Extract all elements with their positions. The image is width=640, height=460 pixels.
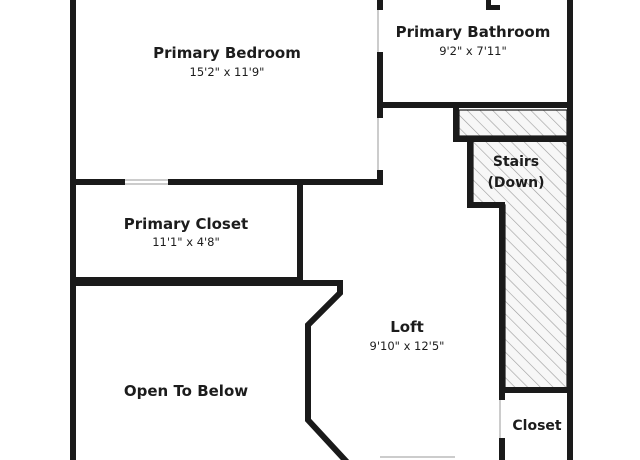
primary-bathroom-name: Primary Bathroom: [396, 23, 551, 41]
room-stairs: Stairs (Down): [488, 154, 545, 191]
room-closet: Closet: [512, 418, 562, 434]
room-primary-bathroom: Primary Bathroom 9'2" x 7'11": [396, 23, 551, 58]
primary-bathroom-dims: 9'2" x 7'11": [439, 44, 507, 58]
primary-bedroom-walls: [70, 0, 384, 186]
bathroom-hatch-strip: [458, 109, 568, 137]
open-to-below-name: Open To Below: [124, 382, 248, 400]
stairs-walls: [467, 136, 573, 460]
room-loft: Loft 9'10" x 12'5": [370, 318, 445, 353]
room-primary-closet: Primary Closet 11'1" x 4'8": [124, 215, 248, 249]
primary-bedroom-dims: 15'2" x 11'9": [190, 65, 265, 79]
loft-name: Loft: [390, 318, 424, 336]
stairs-name-line1: Stairs: [493, 154, 539, 170]
primary-bathroom-walls: [377, 0, 573, 142]
room-open-to-below: Open To Below: [124, 382, 248, 400]
exterior-walls: [70, 0, 573, 460]
loft-dims: 9'10" x 12'5": [370, 339, 445, 353]
primary-closet-dims: 11'1" x 4'8": [152, 235, 220, 249]
room-primary-bedroom: Primary Bedroom 15'2" x 11'9": [153, 44, 301, 79]
primary-closet-name: Primary Closet: [124, 215, 248, 233]
primary-bedroom-name: Primary Bedroom: [153, 44, 301, 62]
open-to-below-walls: [70, 280, 455, 460]
closet-name: Closet: [512, 418, 562, 434]
stairs-name-line2: (Down): [488, 175, 545, 191]
